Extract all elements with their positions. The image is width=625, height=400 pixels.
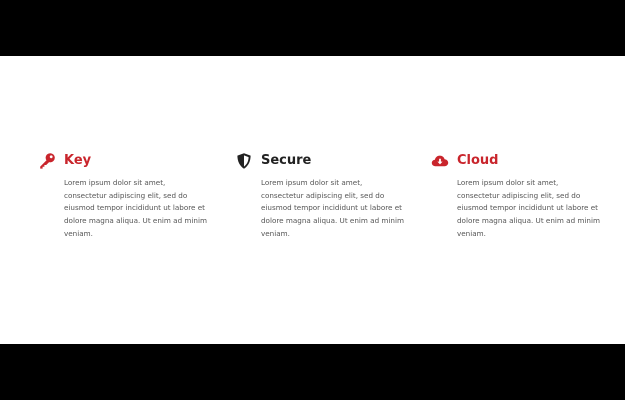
features-section: Key Lorem ipsum dolor sit amet, consecte… xyxy=(0,56,625,344)
key-icon xyxy=(38,152,56,170)
shield-icon xyxy=(235,152,253,170)
letterbox-top xyxy=(0,0,625,56)
cloud-download-icon xyxy=(431,152,449,170)
feature-title-cloud: Cloud xyxy=(457,153,499,168)
letterbox-bottom xyxy=(0,344,625,400)
feature-title-secure: Secure xyxy=(261,153,312,168)
feature-description-key: Lorem ipsum dolor sit amet, consectetur … xyxy=(64,178,207,238)
feature-description-cloud: Lorem ipsum dolor sit amet, consectetur … xyxy=(457,178,600,238)
feature-description-secure: Lorem ipsum dolor sit amet, consectetur … xyxy=(261,178,404,238)
feature-title-key: Key xyxy=(64,153,92,168)
